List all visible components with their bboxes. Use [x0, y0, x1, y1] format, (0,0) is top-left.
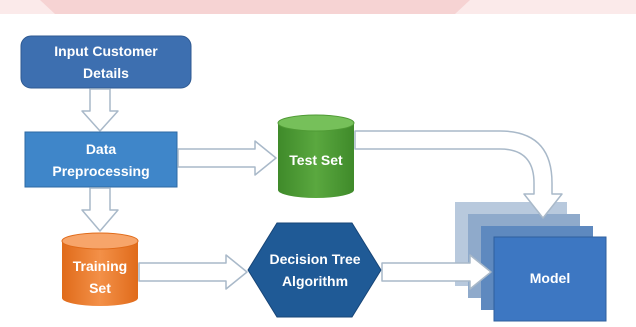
decision-tree-label: Decision Tree Algorithm — [269, 251, 361, 289]
data-preprocessing-box — [24, 131, 178, 188]
input-customer-details-box — [20, 35, 192, 89]
top-banner — [0, 0, 636, 14]
test-set-label: Test Set — [289, 152, 343, 168]
arrow-decision-tree-to-model — [381, 254, 492, 290]
decision-tree-hexagon — [247, 222, 382, 318]
training-set-cylinder — [61, 232, 139, 306]
training-set-label: Training Set — [72, 258, 128, 296]
test-set-cylinder — [277, 114, 355, 198]
arrow-test-to-model — [354, 130, 563, 219]
arrow-input-to-preprocessing — [81, 88, 119, 132]
model-label: Model — [529, 270, 571, 286]
input-customer-details-label: Input Customer Details — [54, 43, 158, 81]
data-preprocessing-label: Data Preprocessing — [52, 140, 150, 179]
arrow-preprocessing-to-training — [81, 187, 119, 232]
arrow-preprocessing-to-test — [177, 140, 277, 176]
arrow-training-to-decision-tree — [138, 254, 248, 290]
model-stack — [455, 202, 607, 322]
